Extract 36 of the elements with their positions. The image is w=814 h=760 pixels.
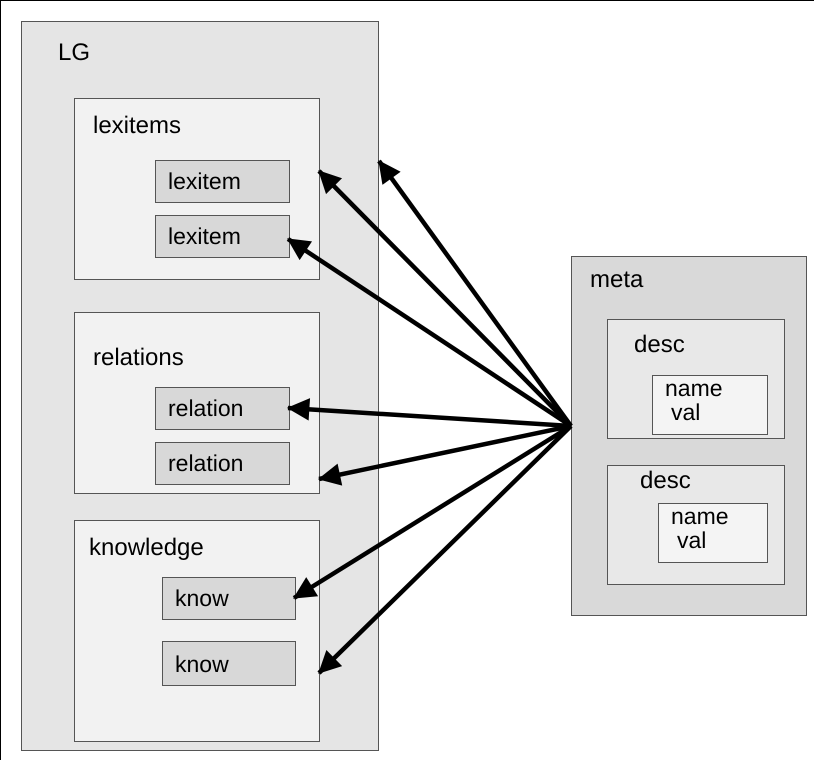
- item-box: [162, 641, 296, 686]
- container-box: [571, 256, 807, 616]
- group-box: [607, 465, 785, 585]
- group-box: [74, 520, 320, 742]
- arrow: [317, 424, 573, 675]
- item-box: [155, 442, 290, 485]
- item-box: [155, 215, 290, 258]
- box-label: know: [175, 652, 229, 676]
- container-box: [21, 21, 379, 751]
- arrow: [286, 237, 572, 428]
- box-label: knowledge: [89, 535, 204, 560]
- box-label: meta: [590, 267, 644, 292]
- box-label: lexitem: [168, 224, 241, 248]
- box-label: name: [671, 504, 729, 528]
- item-box: [162, 577, 296, 620]
- field-box: [658, 503, 768, 563]
- box-label: relations: [93, 345, 184, 370]
- box-label: know: [175, 586, 229, 610]
- box-label: desc: [640, 468, 691, 494]
- group-box: [74, 312, 320, 494]
- box-label: val: [676, 528, 706, 552]
- field-box: [652, 375, 768, 435]
- box-label: lexitem: [168, 169, 241, 194]
- group-box: [607, 319, 785, 439]
- group-box: [74, 98, 320, 280]
- item-box: [155, 387, 290, 430]
- box-label: relation: [168, 451, 244, 476]
- arrow: [292, 424, 572, 600]
- arrow: [377, 160, 573, 428]
- box-label: desc: [634, 332, 685, 358]
- box-label: relation: [168, 396, 244, 420]
- box-label: name: [665, 376, 723, 400]
- box-label: lexitems: [93, 113, 182, 138]
- box-label: val: [670, 400, 700, 424]
- box-label: LG: [58, 40, 90, 66]
- item-box: [155, 160, 290, 203]
